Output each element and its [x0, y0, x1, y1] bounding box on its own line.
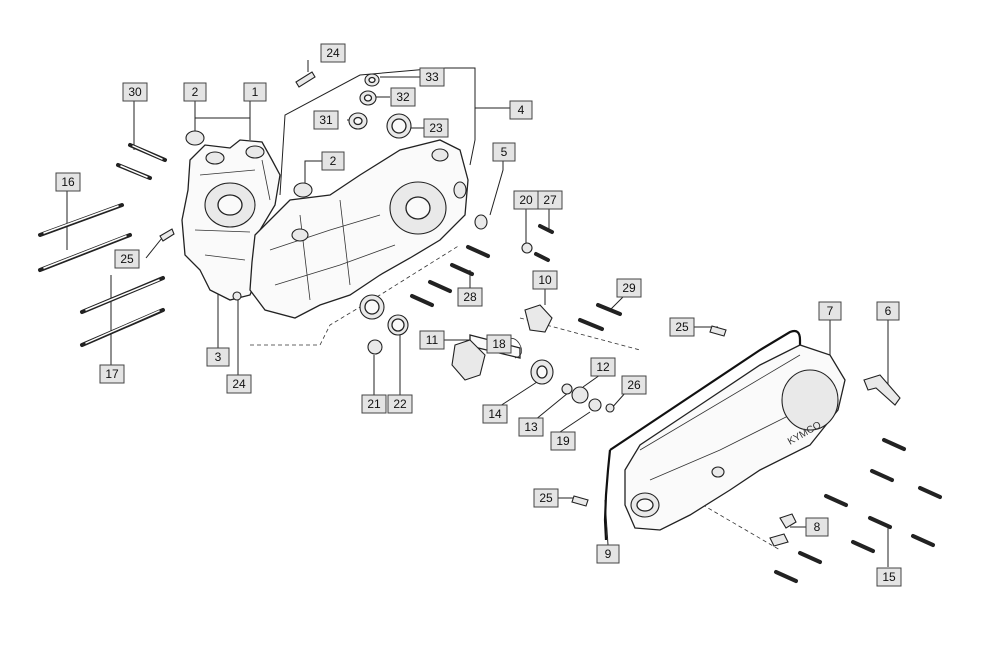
callout-24-top: 24 [320, 43, 346, 63]
svg-text:24: 24 [232, 377, 246, 391]
svg-text:12: 12 [596, 360, 610, 374]
callout-20: 20 [513, 190, 539, 210]
svg-text:30: 30 [128, 85, 142, 99]
callout-26: 26 [621, 375, 647, 395]
callout-7: 7 [818, 301, 842, 321]
bracket-6 [863, 374, 901, 406]
callout-labels: 24 33 32 31 23 30 2 1 4 2 5 16 20 27 25 … [55, 43, 902, 587]
cover-bolts-15 [774, 438, 942, 583]
callout-29: 29 [616, 278, 642, 298]
callout-10: 10 [532, 270, 558, 290]
bushings-and-seals [159, 71, 488, 301]
callout-14: 14 [482, 404, 508, 424]
svg-text:25: 25 [120, 252, 134, 266]
callout-25-left: 25 [114, 249, 140, 269]
callout-30: 30 [122, 82, 148, 102]
svg-text:32: 32 [396, 90, 410, 104]
dowel-pins-25 [571, 325, 727, 507]
clip-8 [769, 513, 797, 547]
svg-text:22: 22 [393, 397, 407, 411]
callout-32: 32 [390, 87, 416, 107]
callout-33: 33 [419, 67, 445, 87]
callout-31: 31 [313, 110, 339, 130]
callout-28: 28 [457, 287, 483, 307]
callout-16: 16 [55, 172, 81, 192]
svg-text:27: 27 [543, 193, 557, 207]
svg-text:3: 3 [215, 350, 222, 364]
callout-8: 8 [805, 517, 829, 537]
oil-seals-21-22 [359, 294, 409, 355]
svg-text:31: 31 [319, 113, 333, 127]
svg-text:19: 19 [556, 434, 570, 448]
callout-23: 23 [423, 118, 449, 138]
callout-24-bottom: 24 [226, 374, 252, 394]
svg-text:17: 17 [105, 367, 119, 381]
callout-27: 27 [537, 190, 563, 210]
bolts-28 [410, 245, 490, 307]
svg-text:23: 23 [429, 121, 443, 135]
bolts-29 [578, 303, 622, 331]
svg-text:20: 20 [519, 193, 533, 207]
svg-text:13: 13 [524, 420, 538, 434]
callout-19: 19 [550, 431, 576, 451]
callout-13: 13 [518, 417, 544, 437]
svg-text:11: 11 [426, 333, 439, 347]
callout-15: 15 [876, 567, 902, 587]
svg-text:2: 2 [192, 85, 199, 99]
svg-text:28: 28 [463, 290, 477, 304]
callout-25-bottom: 25 [533, 488, 559, 508]
svg-text:2: 2 [330, 154, 337, 168]
svg-text:5: 5 [501, 145, 508, 159]
svg-text:10: 10 [538, 273, 552, 287]
svg-text:9: 9 [605, 547, 612, 561]
svg-text:15: 15 [882, 570, 896, 584]
callout-18: 18 [486, 334, 512, 354]
svg-text:7: 7 [827, 304, 834, 318]
svg-text:4: 4 [518, 103, 525, 117]
svg-text:24: 24 [326, 46, 340, 60]
right-crankcase [249, 139, 469, 319]
svg-text:18: 18 [492, 337, 506, 351]
stud-bolts [38, 143, 167, 347]
svg-text:21: 21 [367, 397, 381, 411]
svg-text:16: 16 [61, 175, 75, 189]
callout-2-left: 2 [183, 82, 207, 102]
callout-11: 11 [419, 330, 445, 350]
svg-text:25: 25 [539, 491, 553, 505]
callout-17: 17 [99, 364, 125, 384]
callout-3: 3 [206, 347, 230, 367]
svg-text:14: 14 [488, 407, 502, 421]
callout-2-right: 2 [321, 151, 345, 171]
svg-text:8: 8 [814, 520, 821, 534]
callout-21: 21 [361, 394, 387, 414]
left-crankcase-cover: KYMCO [624, 344, 846, 531]
svg-text:25: 25 [675, 320, 689, 334]
callout-6: 6 [876, 301, 900, 321]
svg-text:1: 1 [252, 85, 259, 99]
bolts-20-27 [521, 224, 554, 262]
svg-text:29: 29 [622, 281, 636, 295]
callout-25-mid: 25 [669, 317, 695, 337]
callout-12: 12 [590, 357, 616, 377]
callout-1: 1 [243, 82, 267, 102]
callout-5: 5 [492, 142, 516, 162]
cover-gasket [603, 329, 802, 541]
callout-9: 9 [596, 544, 620, 564]
callout-22: 22 [387, 394, 413, 414]
svg-text:26: 26 [627, 378, 641, 392]
kick-starter-parts [451, 304, 615, 413]
svg-text:6: 6 [885, 304, 892, 318]
svg-text:33: 33 [425, 70, 439, 84]
callout-4: 4 [509, 100, 533, 120]
